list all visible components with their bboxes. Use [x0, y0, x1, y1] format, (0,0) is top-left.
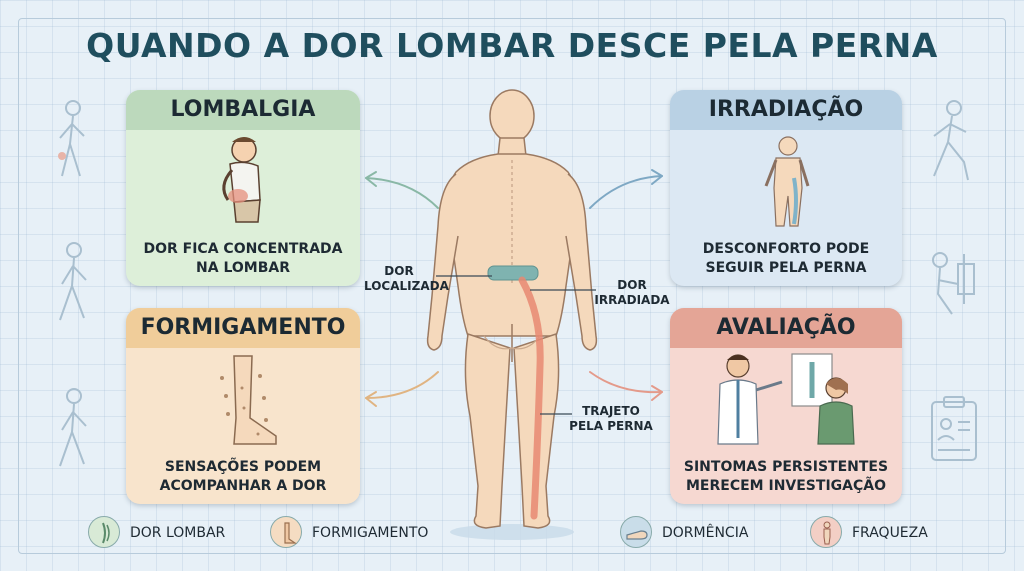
page-title: QUANDO A DOR LOMBAR DESCE PELA PERNA	[86, 26, 938, 65]
card-irradiacao: IRRADIAÇÃO DESCONFORTO PODE SEGUIR PELA …	[670, 90, 902, 286]
card-formigamento: FORMIGAMENTO SENSAÇÕES PODEM ACOMPANHAR …	[126, 308, 360, 504]
runner-icon	[933, 100, 969, 181]
legend-formigamento-label: FORMIGAMENTO	[312, 525, 429, 541]
card-formigamento-title: FORMIGAMENTO	[126, 308, 360, 348]
radiating-leg-person-icon	[764, 136, 810, 227]
legend-formigamento-circle	[270, 516, 302, 548]
card-avaliacao-line2: MERECEM INVESTIGAÇÃO	[686, 478, 886, 494]
label-trajeto-line2: PELA PERNA	[569, 419, 653, 433]
lumbar-band	[487, 265, 539, 281]
figure-icon	[823, 521, 831, 545]
hand-icon	[626, 530, 648, 540]
label-trajeto-line1: TRAJETO	[582, 404, 640, 418]
page-frame	[18, 18, 1006, 554]
leg-icon	[284, 522, 297, 544]
legend-fraqueza-label: FRAQUEZA	[852, 525, 928, 541]
label-dor-localizada-line2: LOCALIZADA	[364, 279, 449, 293]
label-dor-irradiada-line2: IRRADIADA	[594, 293, 670, 307]
legend-dor-lombar-label: DOR LOMBAR	[130, 525, 226, 541]
walking-person-icon	[58, 100, 85, 177]
back-pain-person-icon	[222, 137, 261, 223]
card-avaliacao-line1: SINTOMAS PERSISTENTES	[683, 459, 889, 475]
pain-path	[518, 276, 544, 520]
clipboard-icon	[931, 396, 977, 461]
doctor-patient-icon	[717, 353, 855, 445]
legend-fraqueza-circle	[810, 516, 842, 548]
card-avaliacao: AVALIAÇÃO SINTOMAS PERSISTENTES MERECEM …	[670, 308, 902, 504]
legend-dor-lombar-circle	[88, 516, 120, 548]
label-dor-irradiada-line1: DOR	[617, 278, 647, 292]
card-avaliacao-title: AVALIAÇÃO	[670, 308, 902, 348]
card-formigamento-line1: SENSAÇÕES PODEM	[164, 459, 322, 475]
legend-dormencia-label: DORMÊNCIA	[662, 525, 749, 541]
label-dor-localizada-line1: DOR	[384, 264, 414, 278]
physio-icon	[932, 252, 975, 315]
legend-dormencia-circle	[620, 516, 652, 548]
tingling-leg-icon	[220, 355, 277, 445]
card-lombalgia: LOMBALGIA DOR FICA CONCENTRADA NA LOMBAR	[126, 90, 360, 286]
walking-person-icon-3	[59, 388, 87, 467]
label-dor-localizada: DOR LOCALIZADA	[364, 264, 449, 294]
card-formigamento-line2: ACOMPANHAR A DOR	[159, 478, 327, 494]
walking-person-icon-2	[59, 242, 87, 321]
card-irradiacao-line1: DESCONFORTO PODE	[702, 241, 870, 257]
card-lombalgia-title: LOMBALGIA	[126, 90, 360, 130]
spine-icon	[102, 522, 110, 544]
card-lombalgia-line1: DOR FICA CONCENTRADA	[143, 241, 343, 257]
label-dor-irradiada: DOR IRRADIADA	[592, 278, 672, 308]
card-lombalgia-line2: NA LOMBAR	[196, 260, 290, 276]
card-irradiacao-title: IRRADIAÇÃO	[670, 90, 902, 130]
label-trajeto: TRAJETO PELA PERNA	[568, 404, 654, 434]
card-irradiacao-line2: SEGUIR PELA PERNA	[705, 260, 867, 276]
